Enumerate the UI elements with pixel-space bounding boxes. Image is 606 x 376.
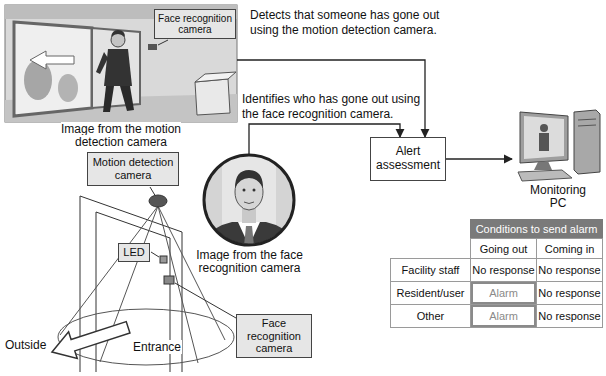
face-camera-photo-part-part xyxy=(235,170,263,188)
motion-camera-photo-part xyxy=(96,52,108,74)
face-camera-photo-part-part xyxy=(238,222,260,246)
process-box: Alert assessment xyxy=(370,137,446,181)
callout-box: Face recognition camera xyxy=(236,314,312,358)
edge-label: Detects that someone has gone out using … xyxy=(250,8,465,38)
box-label: Face recognition camera xyxy=(158,13,232,36)
table-cell: Coming in xyxy=(536,238,603,259)
monitoring-pc-drawing-part xyxy=(578,119,596,120)
cell-text: Resident/user xyxy=(397,287,465,299)
entrance-drawing xyxy=(48,187,236,372)
monitoring-pc-drawing-part xyxy=(518,170,572,181)
photo-circle: Image from the face recognition camera xyxy=(187,155,312,277)
cell-text: Alarm xyxy=(489,310,518,322)
motion-camera-photo-part xyxy=(92,28,140,108)
area-label-wrap: Entrance xyxy=(132,340,182,354)
table-cell: No response xyxy=(536,304,603,328)
table-cell: Alarm xyxy=(470,304,537,328)
face-camera-photo-part xyxy=(200,150,300,252)
face-camera-photo-part-part xyxy=(200,150,300,250)
entrance-drawing-part xyxy=(80,196,182,232)
monitoring-pc-drawing-part xyxy=(540,124,548,132)
caption: Image from the face recognition camera xyxy=(196,248,303,275)
callout-box: LED xyxy=(118,243,150,262)
cell-text: No response xyxy=(472,264,534,276)
cell-text: Facility staff xyxy=(402,264,460,276)
monitoring-pc-drawing xyxy=(518,110,600,181)
box-label: Alert assessment xyxy=(374,145,442,173)
monitoring-pc-drawing-part xyxy=(539,133,549,151)
box-label: Motion detection camera xyxy=(91,156,175,181)
caption: Monitoring PC xyxy=(530,183,586,210)
edge-label: Identifies who has gone out using the fa… xyxy=(242,92,432,122)
cell-text: Going out xyxy=(480,243,528,255)
motion-camera-photo-part xyxy=(103,86,114,112)
motion-camera-photo-part xyxy=(148,44,157,50)
face-camera-photo-part-part xyxy=(253,189,256,192)
area-label: Outside xyxy=(4,338,47,352)
table-cell: No response xyxy=(536,258,603,282)
motion-camera-photo-part xyxy=(24,60,52,100)
monitoring-pc-drawing-part xyxy=(578,125,596,126)
motion-camera-photo-part xyxy=(58,74,78,102)
area-label: Entrance xyxy=(132,340,182,354)
entrance-drawing-part-part xyxy=(48,314,133,365)
caption-wrap: Image from the motion detection camera xyxy=(41,123,201,149)
motion-camera-photo-part xyxy=(104,49,132,86)
face-camera-photo-part-part xyxy=(243,189,246,192)
entrance-drawing-part xyxy=(164,276,174,284)
cell-text: No response xyxy=(538,310,600,322)
cell-text: No response xyxy=(538,287,600,299)
face-camera-photo-part-part xyxy=(244,202,254,204)
motion-camera-photo-part xyxy=(158,40,168,45)
motion-camera-photo-part xyxy=(14,22,92,116)
box-label: LED xyxy=(123,246,144,259)
face-camera-photo xyxy=(200,150,300,252)
table-cell: No response xyxy=(470,258,537,282)
area-label-wrap: Outside xyxy=(4,338,47,352)
face-camera-photo-part xyxy=(204,155,294,245)
table-cell: Resident/user xyxy=(390,281,471,305)
table-cell: No response xyxy=(536,281,603,305)
motion-camera-photo-part xyxy=(30,51,74,69)
monitoring-pc-drawing-part xyxy=(524,116,564,159)
table-cell: Facility staff xyxy=(390,258,471,282)
table-header: Conditions to send alarm xyxy=(470,219,603,239)
box-label: Face recognition camera xyxy=(240,317,308,355)
cell-text: Other xyxy=(417,310,445,322)
cell-text: No response xyxy=(538,264,600,276)
entrance-drawing-part xyxy=(151,252,159,257)
entrance-drawing-part xyxy=(160,256,167,263)
table-cell: Going out xyxy=(470,238,537,259)
motion-camera-photo-part xyxy=(195,79,230,115)
caption: Image from the motion detection camera xyxy=(61,122,181,149)
face-camera-photo-part-part xyxy=(244,226,254,246)
entrance-drawing-part xyxy=(48,314,133,365)
motion-camera-photo-part xyxy=(120,86,134,111)
motion-camera-photo-part xyxy=(111,30,125,37)
cell-text: Conditions to send alarm xyxy=(476,223,598,235)
entrance-drawing-part xyxy=(96,212,170,238)
arrow-connector xyxy=(446,158,512,159)
computer-icon: Monitoring PC xyxy=(512,105,604,217)
monitoring-pc-drawing-part xyxy=(534,161,552,170)
table-cell: Other xyxy=(390,304,471,328)
caption-wrap: Image from the face recognition camera xyxy=(187,249,312,275)
callout-box: Face recognition camera xyxy=(154,9,236,39)
monitoring-pc-drawing-part xyxy=(520,112,568,163)
photo-frame: Image from the motion detection camera Fa… xyxy=(5,5,237,151)
entrance-drawing-part xyxy=(149,195,167,207)
callout-box: Motion detection camera xyxy=(87,152,179,186)
caption-wrap: Monitoring PC xyxy=(525,184,591,210)
cell-text: Coming in xyxy=(545,243,595,255)
cell-text: Alarm xyxy=(489,287,518,299)
entrance-drawing-part xyxy=(175,283,236,318)
motion-camera-photo xyxy=(5,5,237,122)
entrance-drawing-part xyxy=(60,206,158,335)
entrance-drawing-part xyxy=(96,212,97,372)
monitoring-pc-drawing-part xyxy=(574,110,600,174)
table-cell: Alarm xyxy=(470,281,537,305)
motion-camera-photo-part xyxy=(195,72,236,82)
motion-camera-photo-part xyxy=(5,5,237,122)
